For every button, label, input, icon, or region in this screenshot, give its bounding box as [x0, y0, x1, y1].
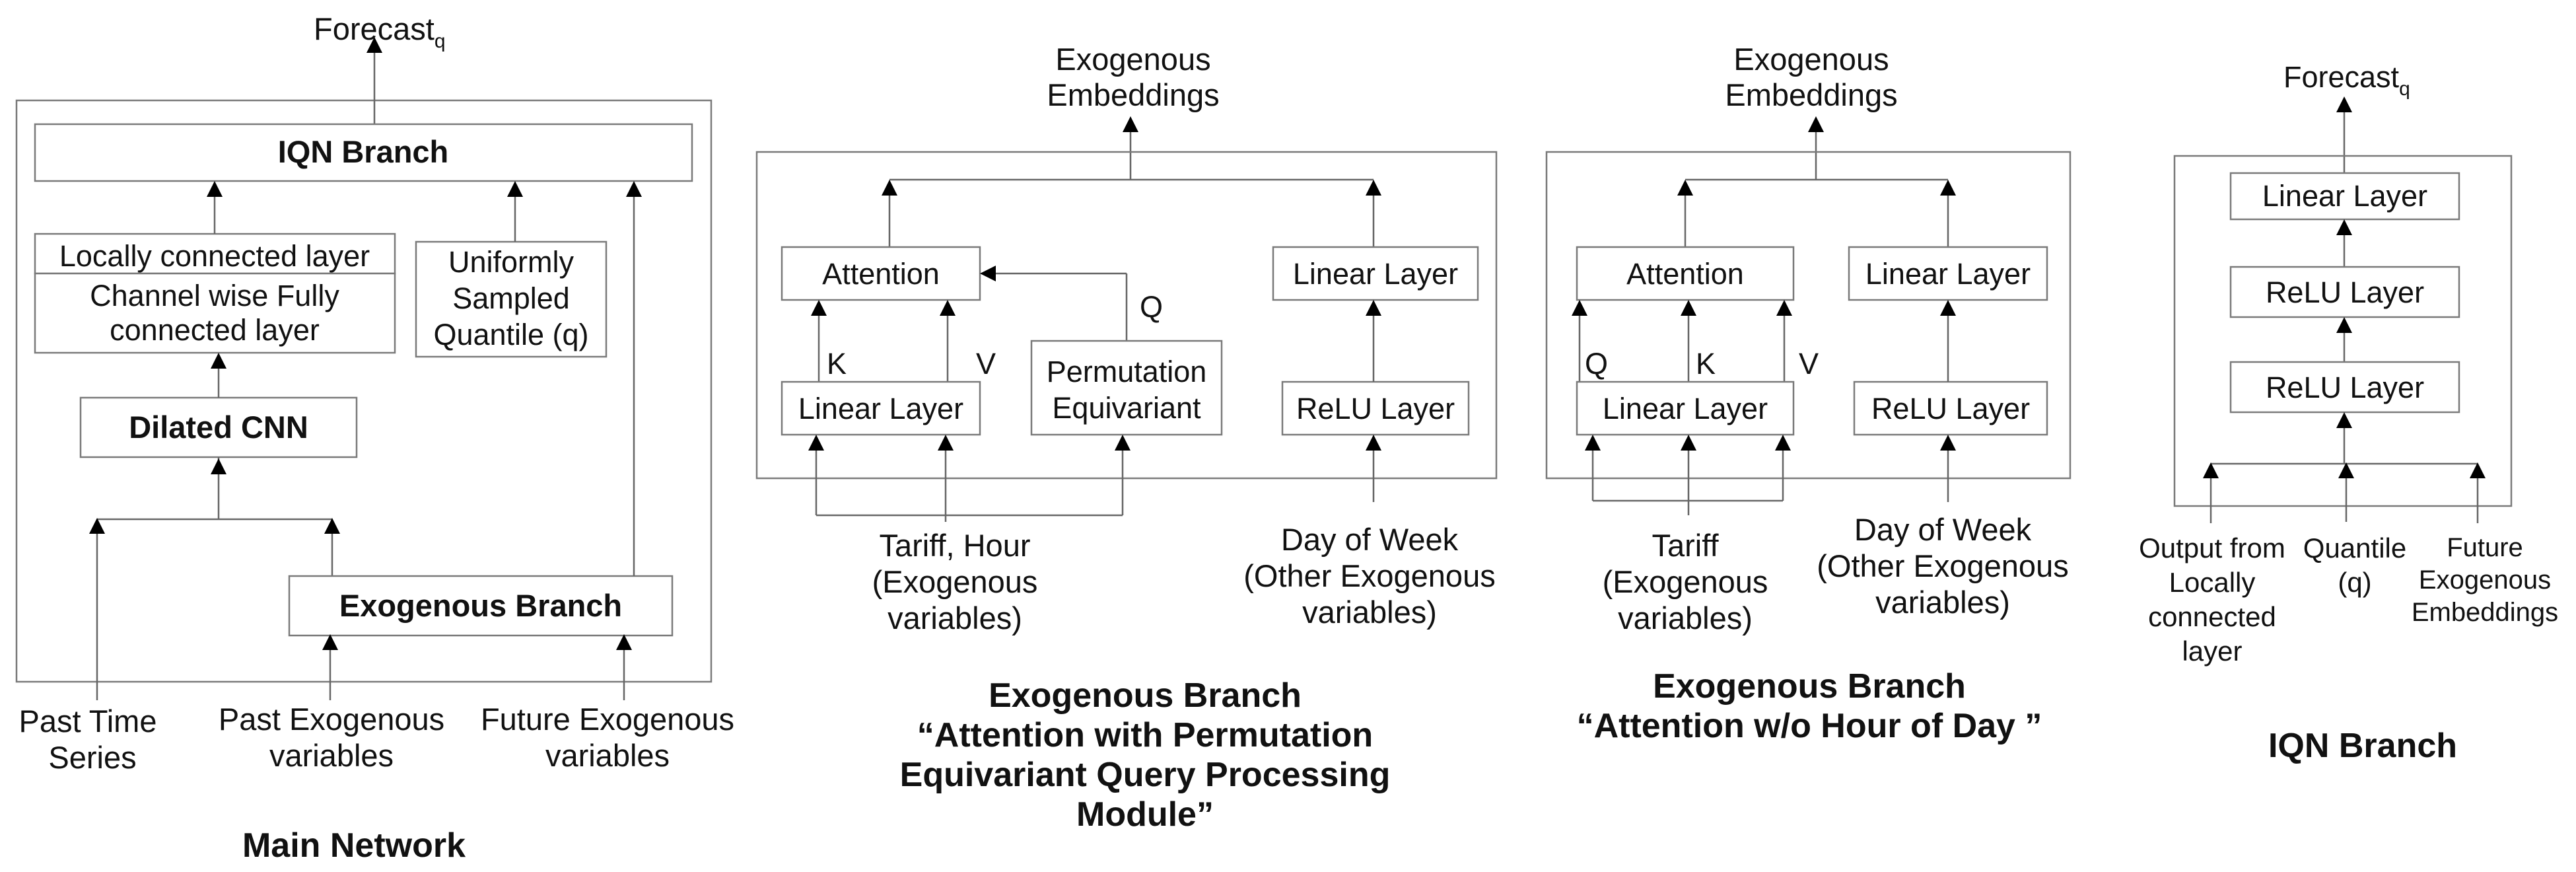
iqn-caption: IQN Branch: [2268, 727, 2457, 765]
future-exogenous-label-1: Future Exogenous: [481, 702, 734, 737]
tariff-hour-label-2: (Exogenous: [872, 564, 1038, 599]
q-noh-label: Q: [1585, 347, 1608, 381]
exo-noh-caption-1: Exogenous Branch: [1653, 667, 1966, 706]
exo-embeddings-noh-label-1: Exogenous: [1733, 42, 1889, 77]
k-noh-label: K: [1696, 347, 1716, 381]
k-label: K: [827, 347, 847, 381]
uniform-quantile-label-3: Quantile (q): [433, 318, 588, 351]
uniform-quantile-label-2: Sampled: [452, 281, 570, 315]
exo-attention-noh-frame: [1545, 151, 2071, 480]
locally-connected-label: Locally connected layer: [59, 239, 370, 273]
iqn-branch-label: IQN Branch: [278, 134, 449, 169]
past-exogenous-label-2: variables: [269, 738, 394, 773]
exo-perm-caption-3: Equivariant Query Processing: [900, 756, 1391, 794]
uniform-quantile-label-1: Uniformly: [448, 245, 574, 279]
linear-bottom-label: Linear Layer: [798, 392, 963, 425]
iqn-forecast-label: Forecastq: [2283, 60, 2410, 100]
permutation-label-2: Equivariant: [1052, 391, 1201, 425]
channel-wise-label-2: connected layer: [110, 313, 320, 347]
iqn-panel: Forecastq Linear Layer ReLU Layer ReLU L…: [2139, 60, 2558, 765]
past-time-series-label-1: Past Time: [19, 704, 157, 739]
iqn-input1-label-4: layer: [2182, 636, 2242, 667]
exo-perm-caption-2: “Attention with Permutation: [917, 716, 1373, 754]
relu-noh-label: ReLU Layer: [1871, 392, 2030, 425]
iqn-linear-box: [2229, 172, 2460, 221]
iqn-frame: [2173, 155, 2513, 507]
day-of-week-label-3: variables): [1302, 595, 1437, 630]
day-of-week-label-2: (Other Exogenous: [1243, 558, 1495, 593]
locally-connected-box: [34, 233, 396, 275]
dilated-cnn-box: [79, 396, 358, 458]
tariff-hour-label-3: variables): [888, 600, 1022, 636]
exo-noh-caption-2: “Attention w/o Hour of Day ”: [1577, 707, 2042, 745]
iqn-input3-label-1: Future: [2447, 533, 2523, 562]
attention-noh-label: Attention: [1626, 257, 1744, 291]
q-label: Q: [1140, 290, 1163, 324]
exo-attention-noh-panel: Exogenous Embeddings Attention Linear La…: [1545, 42, 2071, 745]
iqn-relu1-label: ReLU Layer: [2266, 275, 2424, 309]
attention-box: [781, 246, 981, 301]
attention-label: Attention: [822, 257, 940, 291]
v-noh-label: V: [1799, 347, 1819, 381]
day-of-week-noh-label-2: (Other Exogenous: [1817, 548, 2068, 583]
dilated-cnn-label: Dilated CNN: [129, 410, 308, 445]
channel-wise-label-1: Channel wise Fully: [90, 279, 339, 312]
linear-bottom-box: [781, 381, 981, 436]
permutation-label-1: Permutation: [1047, 355, 1207, 388]
tariff-noh-label-2: (Exogenous: [1603, 564, 1768, 599]
day-of-week-label-1: Day of Week: [1281, 522, 1459, 557]
exo-embeddings-label-2: Embeddings: [1047, 77, 1219, 112]
past-exogenous-label-1: Past Exogenous: [219, 702, 444, 737]
day-of-week-noh-label-1: Day of Week: [1854, 512, 2032, 547]
relu-box: [1281, 381, 1470, 436]
exo-embeddings-noh-label-2: Embeddings: [1725, 77, 1897, 112]
main-network-panel: Forecastq IQN Branch Locally connected l…: [15, 11, 734, 865]
exogenous-branch-label: Exogenous Branch: [339, 588, 622, 623]
attention-noh-box: [1576, 246, 1795, 301]
iqn-relu2-label: ReLU Layer: [2266, 371, 2424, 404]
linear-bottom-noh-label: Linear Layer: [1603, 392, 1768, 425]
main-network-caption: Main Network: [242, 826, 466, 865]
exogenous-branch-box: [288, 575, 674, 637]
iqn-relu2-box: [2229, 361, 2460, 414]
iqn-relu1-box: [2229, 266, 2460, 318]
exo-embeddings-label-1: Exogenous: [1055, 42, 1210, 77]
exo-perm-caption-4: Module”: [1076, 795, 1214, 834]
tariff-hour-label-1: Tariff, Hour: [880, 528, 1031, 563]
exo-attention-perm-panel: Exogenous Embeddings Attention Linear La…: [755, 42, 1498, 834]
forecast-label: Forecastq: [314, 11, 446, 52]
uniform-quantile-box: [415, 240, 608, 358]
iqn-input3-label-2: Exogenous: [2419, 565, 2551, 595]
iqn-input1-label-2: Locally: [2169, 567, 2256, 598]
linear-bottom-noh-box: [1576, 381, 1795, 436]
day-of-week-noh-label-3: variables): [1875, 585, 2010, 620]
linear-top-noh-label: Linear Layer: [1865, 257, 2031, 291]
iqn-input3-label-3: Embeddings: [2412, 598, 2558, 627]
iqn-input2-label-2: (q): [2338, 567, 2371, 598]
iqn-linear-label: Linear Layer: [2262, 179, 2427, 213]
v-label: V: [976, 347, 996, 381]
linear-top-noh-box: [1848, 246, 2048, 301]
iqn-input1-label-3: connected: [2148, 601, 2276, 632]
exo-perm-caption-1: Exogenous Branch: [989, 676, 1302, 715]
past-time-series-label-2: Series: [48, 740, 136, 775]
relu-noh-box: [1853, 381, 2048, 436]
exo-attention-perm-frame: [755, 151, 1498, 480]
tariff-noh-label-1: Tariff: [1652, 528, 1720, 563]
relu-label: ReLU Layer: [1296, 392, 1455, 425]
future-exogenous-label-2: variables: [545, 738, 670, 773]
iqn-branch-box: [34, 123, 693, 182]
tariff-noh-label-3: variables): [1618, 600, 1753, 636]
permutation-equivariant-box: [1030, 340, 1223, 436]
iqn-input2-label-1: Quantile: [2303, 532, 2406, 563]
channel-wise-box: [34, 272, 396, 354]
linear-top-label: Linear Layer: [1293, 257, 1458, 291]
main-network-frame: [15, 99, 713, 683]
linear-top-box: [1272, 246, 1479, 301]
iqn-input1-label-1: Output from: [2139, 532, 2285, 563]
